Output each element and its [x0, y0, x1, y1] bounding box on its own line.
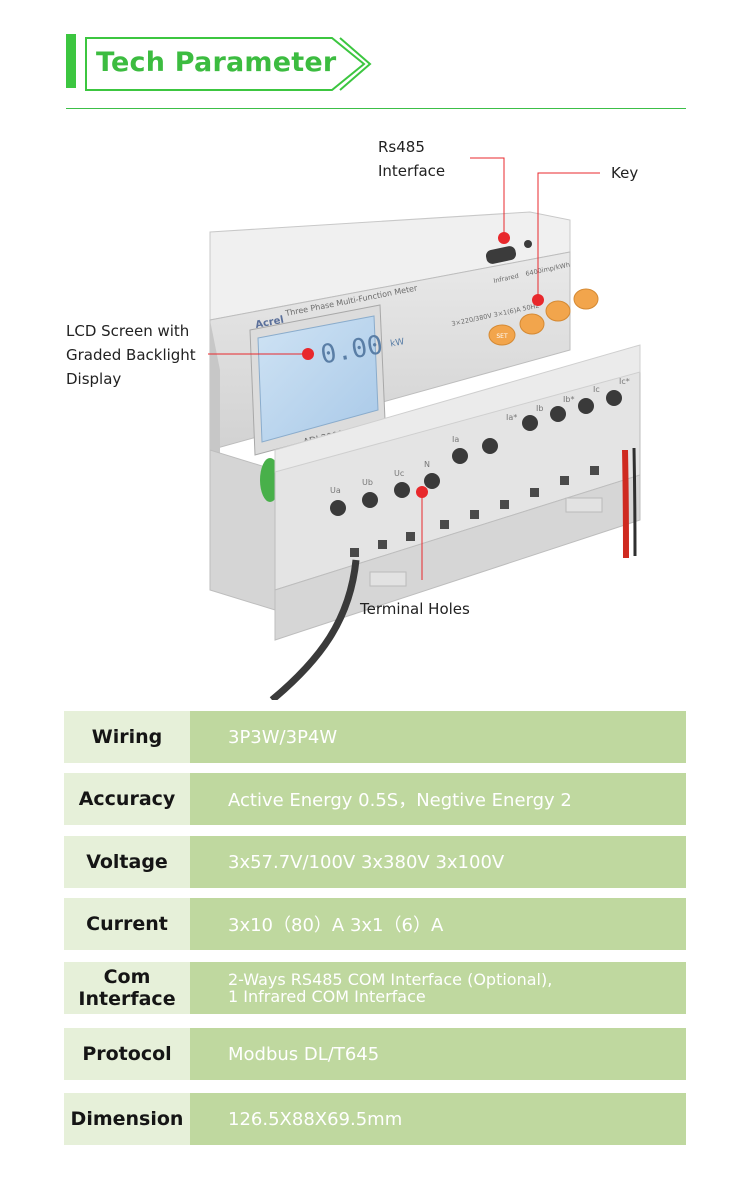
param-row-voltage: Voltage 3x57.7V/100V 3x380V 3x100V: [64, 836, 686, 888]
terminal-slots: [350, 466, 599, 557]
param-row-accuracy: Accuracy Active Energy 0.5S，Negtive Ener…: [64, 773, 686, 825]
lcd-screen: [257, 315, 379, 443]
terminal-clear-cover: [274, 344, 641, 473]
rs485-port: [485, 246, 517, 264]
param-label: Accuracy: [64, 773, 190, 825]
infrared-window: [524, 240, 532, 248]
key-set-label: SET: [496, 333, 508, 340]
black-cable-right: [632, 447, 637, 557]
param-value: Active Energy 0.5S，Negtive Energy 2: [190, 773, 686, 825]
param-value: 3x57.7V/100V 3x380V 3x100V: [190, 836, 686, 888]
param-label: Current: [64, 898, 190, 950]
svg-text:Ub: Ub: [362, 478, 373, 487]
header-arrow-frame: [85, 37, 372, 91]
callout-lines: [208, 157, 600, 580]
param-value: 126.5X88X69.5mm: [190, 1093, 686, 1145]
param-row-dimension: Dimension 126.5X88X69.5mm: [64, 1093, 686, 1145]
red-cable: [622, 449, 629, 559]
din-clip-left: [369, 571, 407, 587]
param-value: Modbus DL/T645: [190, 1028, 686, 1080]
param-row-wiring: Wiring 3P3W/3P4W: [64, 711, 686, 763]
callout-terminal-holes: Terminal Holes: [360, 600, 470, 618]
param-label: Com Interface: [64, 962, 190, 1014]
terminal-screws: [330, 390, 622, 516]
param-value: 3x10（80）A 3x1（6）A: [190, 898, 686, 950]
terminal-block-lower: [274, 474, 641, 641]
param-row-com-interface: Com Interface 2-Ways RS485 COM Interface…: [64, 962, 686, 1014]
page-title: Tech Parameter: [96, 47, 337, 78]
callout-markers: [302, 232, 544, 498]
param-label: Dimension: [64, 1093, 190, 1145]
svg-text:Ic: Ic: [593, 385, 600, 394]
svg-text:Ia: Ia: [452, 435, 459, 444]
param-row-protocol: Protocol Modbus DL/T645: [64, 1028, 686, 1080]
top-cover: [209, 211, 571, 321]
lcd-unit: kW: [390, 337, 406, 349]
black-cable: [269, 559, 360, 700]
terminal-labels: Ua Ub Uc N Ia Ia* Ib Ib* Ic Ic*: [330, 377, 630, 495]
svg-text:Ia*: Ia*: [506, 413, 517, 422]
meter-keys: SET: [488, 288, 599, 346]
svg-text:Ib*: Ib*: [563, 395, 574, 404]
meter-illustration: 0.00 kW Acrel Three Phase Multi-Function…: [208, 157, 641, 700]
header-accent-bar: [66, 34, 76, 88]
meter-brand: Acrel: [254, 315, 284, 331]
param-row-current: Current 3x10（80）A 3x1（6）A: [64, 898, 686, 950]
svg-text:Ib: Ib: [536, 404, 543, 413]
svg-text:Ic*: Ic*: [619, 377, 630, 386]
callout-key: Key: [611, 164, 639, 182]
callout-lcd-screen: LCD Screen with Graded Backlight Display: [66, 322, 196, 388]
param-label: Protocol: [64, 1028, 190, 1080]
param-value: 2-Ways RS485 COM Interface (Optional), 1…: [190, 962, 686, 1014]
param-label: Wiring: [64, 711, 190, 763]
svg-text:Uc: Uc: [394, 469, 404, 478]
svg-text:N: N: [424, 460, 430, 469]
svg-text:Ua: Ua: [330, 486, 341, 495]
din-clip-right: [565, 497, 603, 513]
param-label: Voltage: [64, 836, 190, 888]
param-value: 3P3W/3P4W: [190, 711, 686, 763]
callout-rs485-interface: Rs485 Interface: [378, 138, 446, 180]
header-divider: [66, 108, 686, 109]
